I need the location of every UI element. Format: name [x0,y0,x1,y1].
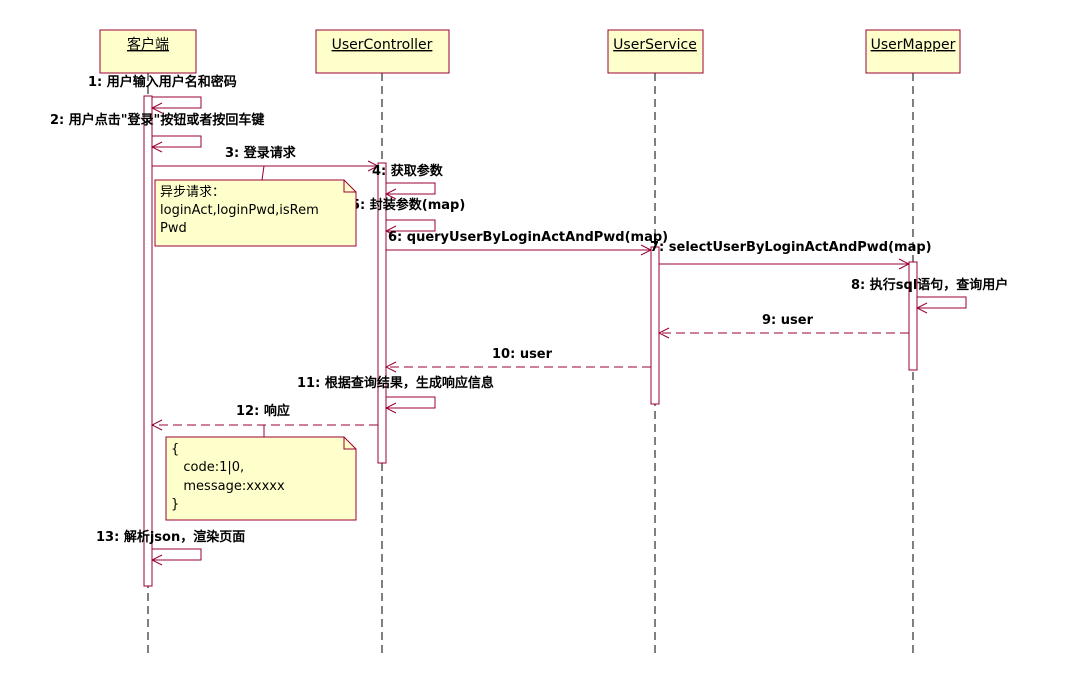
message-label: 7: selectUserByLoginActAndPwd(map) [650,240,932,255]
message-7: 7: selectUserByLoginActAndPwd(map) [650,240,932,264]
participant-mapper: UserMapper [865,29,961,74]
message-label: 11: 根据查询结果，生成响应信息 [297,375,494,391]
participants: 客户端 UserController UserService UserMappe… [99,29,961,74]
notes: 异步请求： loginAct,loginPwd,isRem Pwd { code… [154,165,357,521]
participant-service-name: UserService [613,37,697,53]
note-line: } [171,497,179,512]
participant-mapper-name: UserMapper [871,37,956,53]
participant-client: 客户端 [99,29,197,74]
activation-controller [377,162,387,464]
participant-controller: UserController [315,29,450,74]
note-line: message:xxxxx [171,479,285,494]
message-8: 8: 执行sql语句，查询用户 [851,277,1008,308]
message-2: 2: 用户点击"登录"按钮或者按回车键 [50,112,264,147]
participant-service: UserService [607,29,704,74]
message-6: 6: queryUserByLoginActAndPwd(map) [386,230,668,250]
note-line: { [171,442,179,457]
message-label: 1: 用户输入用户名和密码 [88,74,237,90]
message-label: 9: user [762,313,814,328]
messages: 1: 用户输入用户名和密码 2: 用户点击"登录"按钮或者按回车键 3: 登录请… [50,74,1008,560]
message-label: 8: 执行sql语句，查询用户 [851,277,1008,293]
note-response-body: { code:1|0, message:xxxxx } [165,425,357,521]
message-label: 4: 获取参数 [372,163,444,179]
message-label: 12: 响应 [236,403,290,419]
note-line: code:1|0, [171,460,244,475]
note-line: Pwd [160,221,187,236]
message-label: 3: 登录请求 [225,145,297,161]
message-12: 12: 响应 [152,403,378,425]
message-9: 9: user [659,313,909,333]
message-4: 4: 获取参数 [372,163,444,194]
activation-client [143,95,153,587]
message-label: 5: 封装参数(map) [351,197,465,213]
note-async-request: 异步请求： loginAct,loginPwd,isRem Pwd [154,165,357,247]
message-10: 10: user [386,347,651,367]
note-line: 异步请求： [160,185,225,200]
activation-service [650,246,660,405]
message-label: 10: user [492,347,553,362]
participant-client-name: 客户端 [127,36,169,53]
message-3: 3: 登录请求 [152,145,378,166]
message-label: 13: 解析json，渲染页面 [96,529,245,545]
activation-bars [143,95,918,587]
note-line: loginAct,loginPwd,isRem [160,203,319,218]
message-13: 13: 解析json，渲染页面 [96,529,245,560]
message-11: 11: 根据查询结果，生成响应信息 [297,375,494,408]
message-1: 1: 用户输入用户名和密码 [88,74,237,108]
message-label: 2: 用户点击"登录"按钮或者按回车键 [50,112,264,128]
message-5: 5: 封装参数(map) [351,197,465,231]
activation-mapper [908,261,918,371]
message-label: 6: queryUserByLoginActAndPwd(map) [388,230,668,245]
participant-controller-name: UserController [332,37,433,53]
